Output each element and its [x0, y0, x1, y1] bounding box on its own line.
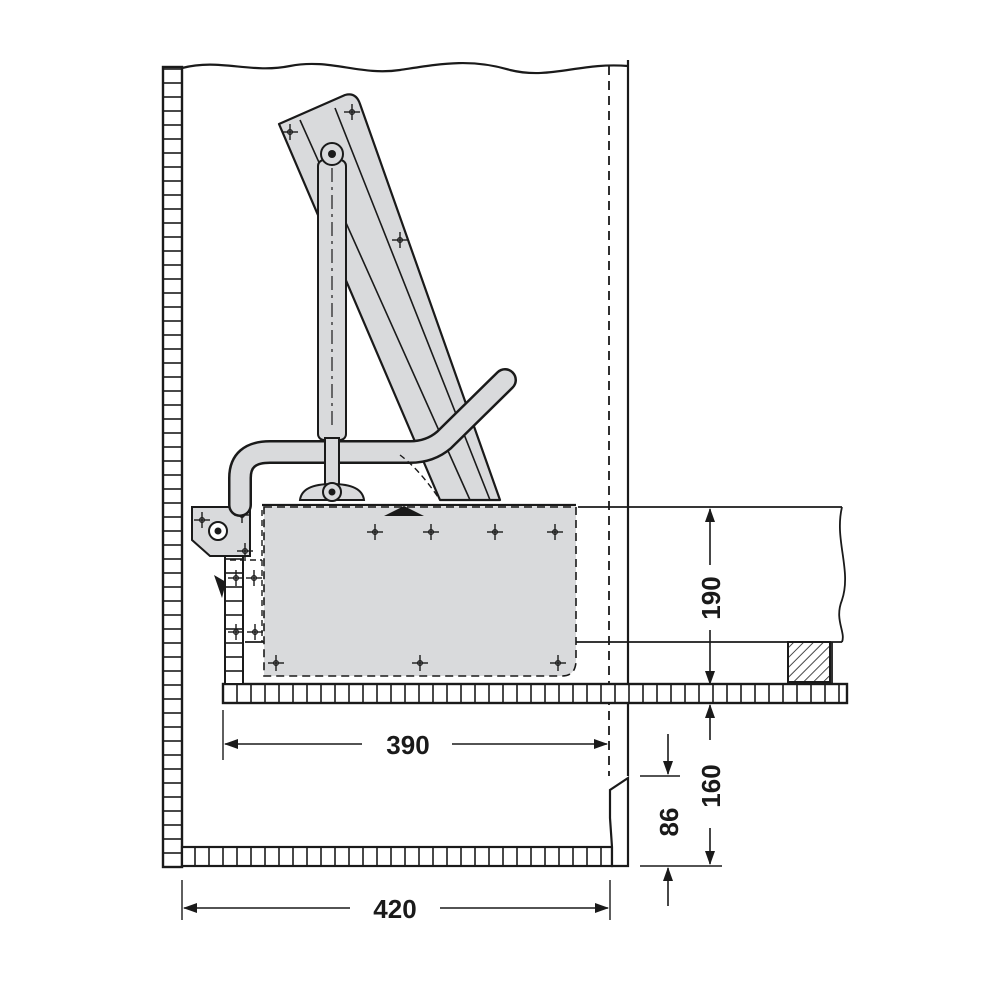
dimension-label-420: 420	[373, 894, 416, 924]
support-block	[787, 641, 831, 683]
dimension-label-160: 160	[696, 764, 726, 807]
dimension-190: 190	[696, 508, 726, 685]
dimension-390: 390	[222, 710, 608, 760]
dimension-86: 86	[640, 734, 684, 906]
dimension-label-390: 390	[386, 730, 429, 760]
dimension-420: 420	[181, 880, 611, 924]
dimension-label-86: 86	[654, 808, 684, 837]
cabinet-left-wall	[161, 65, 184, 869]
mechanism-plate	[262, 503, 577, 677]
lifting-arm	[277, 93, 502, 502]
bed-base-board	[221, 509, 849, 705]
hinge-bracket	[191, 506, 264, 642]
dimension-label-190: 190	[696, 576, 726, 619]
dimension-160: 160	[640, 704, 726, 867]
break-line-top	[181, 62, 629, 75]
cabinet-bottom-board	[180, 775, 630, 868]
gas-spring	[298, 142, 366, 502]
